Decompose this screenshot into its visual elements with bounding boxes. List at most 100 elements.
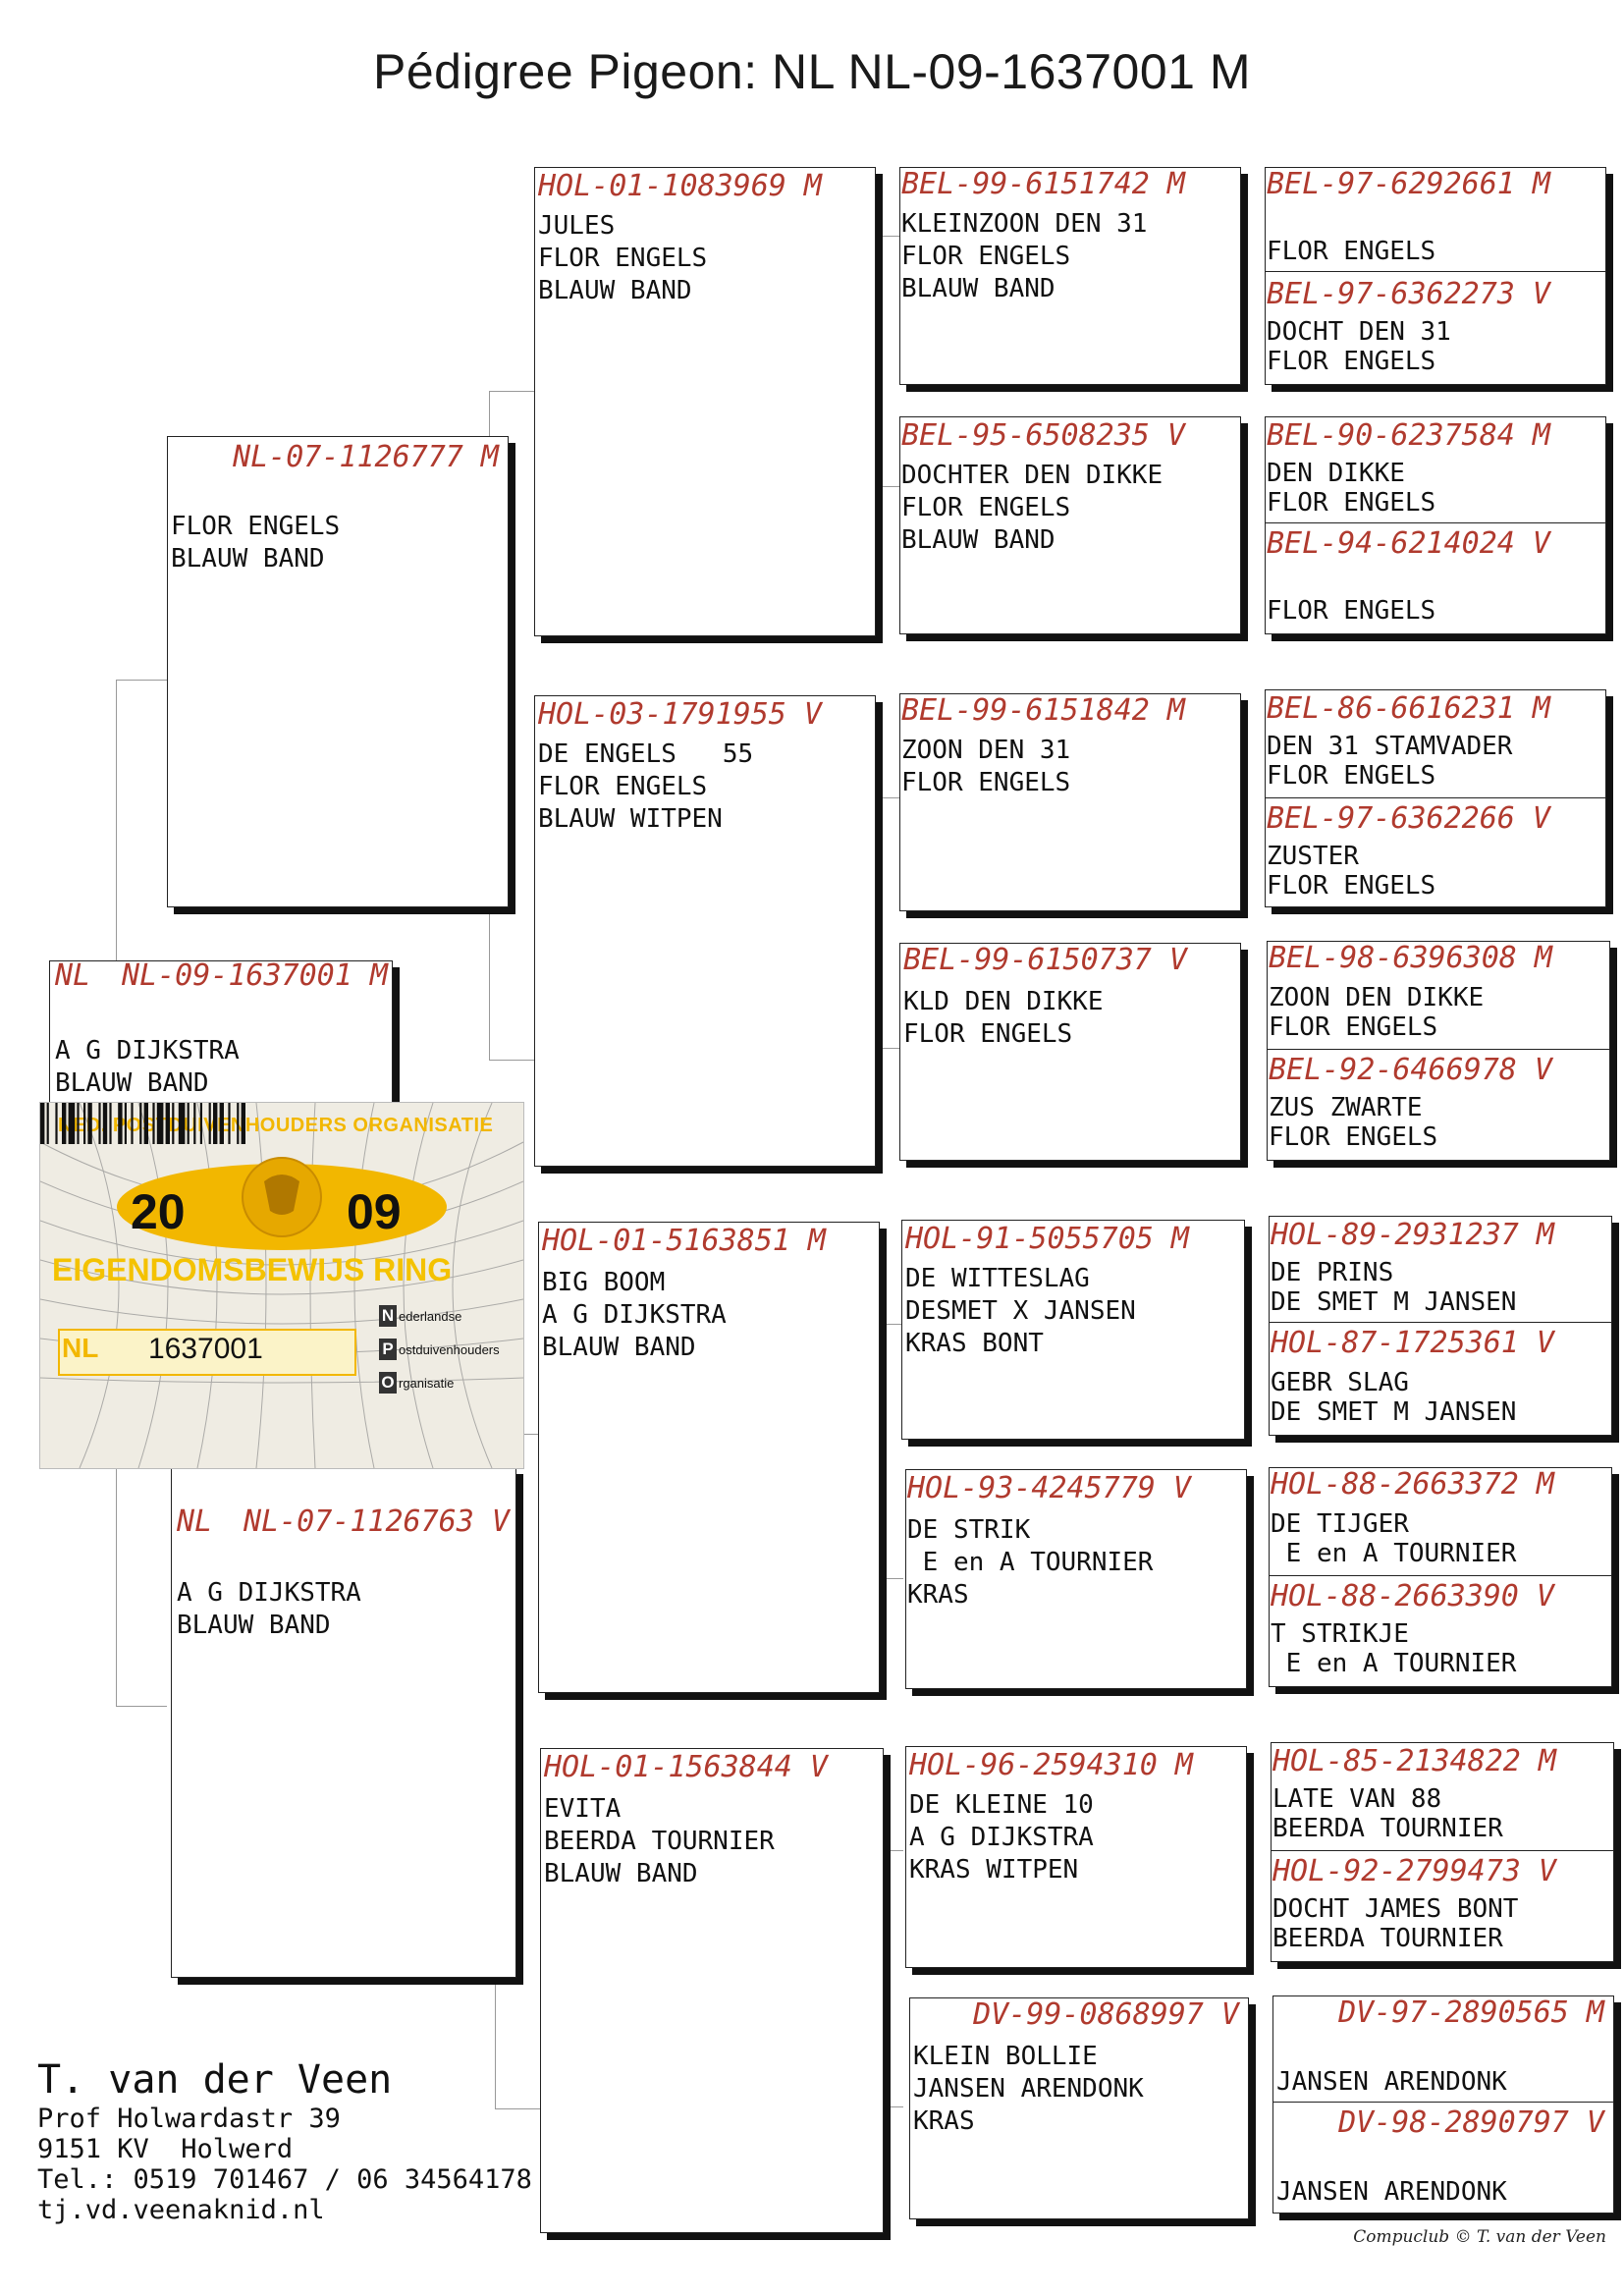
gg-13-line-2: BEERDA TOURNIER: [1272, 1814, 1503, 1843]
great-grandparent-1-line-3: BLAUW BAND: [901, 274, 1056, 303]
dam-ring: NL-07-1126763 V: [244, 1504, 510, 1539]
gg-1-line-2: FLOR ENGELS: [1267, 237, 1436, 266]
gg-ring-7: BEL-98-6396308 M: [1269, 941, 1552, 975]
gg-9-line-1: DE PRINS: [1271, 1258, 1394, 1287]
gg-5-line-2: FLOR ENGELS: [1267, 761, 1436, 791]
grandparent-1-line-3: BLAUW BAND: [538, 276, 692, 305]
gg-7-line-2: FLOR ENGELS: [1269, 1012, 1438, 1042]
sire-line-1: FLOR ENGELS: [171, 512, 341, 541]
owner-website: tj.vd.veenaknid.nl: [37, 2195, 325, 2225]
gg-3-line-1: DEN DIKKE: [1267, 459, 1405, 488]
great-grandparent-box-1: [899, 167, 1241, 385]
gg-9-line-2: DE SMET M JANSEN: [1271, 1287, 1517, 1317]
owner-phone: Tel.: 0519 701467 / 06 34564178: [37, 2164, 532, 2195]
gg-12-line-2: E en A TOURNIER: [1271, 1649, 1517, 1678]
grandparent-ring-2: HOL-03-1791955 V: [538, 697, 822, 732]
grandparent-3-line-2: A G DIJKSTRA: [542, 1300, 727, 1330]
great-grandparent-ring-1: BEL-99-6151742 M: [901, 167, 1185, 201]
gg-ring-6: BEL-97-6362266 V: [1267, 801, 1550, 836]
page-title: Pédigree Pigeon: NL NL-09-1637001 M: [373, 44, 1251, 99]
great-grandparent-box-4: [899, 943, 1241, 1161]
gg-8-line-2: FLOR ENGELS: [1269, 1122, 1438, 1152]
grandparent-4-line-3: BLAUW BAND: [544, 1859, 698, 1888]
gg-7-line-1: ZOON DEN DIKKE: [1269, 983, 1485, 1012]
gg-ring-10: HOL-87-1725361 V: [1271, 1326, 1554, 1360]
great-grandparent-8-line-3: KRAS: [913, 2106, 975, 2136]
subject-ring: NL-09-1637001 M: [122, 958, 388, 993]
grandparent-2-line-1: DE ENGELS 55: [538, 739, 754, 769]
great-grandparent-6-line-1: DE STRIK: [907, 1515, 1031, 1545]
grandparent-ring-1: HOL-01-1083969 M: [538, 169, 822, 203]
grandparent-2-line-2: FLOR ENGELS: [538, 772, 708, 801]
sire-ring: NL-07-1126777 M: [233, 440, 499, 474]
great-grandparent-7-line-3: KRAS WITPEN: [909, 1855, 1079, 1885]
gg-13-line-1: LATE VAN 88: [1272, 1784, 1442, 1814]
great-grandparent-5-line-2: DESMET X JANSEN: [905, 1296, 1136, 1326]
great-grandparent-ring-7: HOL-96-2594310 M: [909, 1748, 1193, 1782]
gg-14-line-2: BEERDA TOURNIER: [1272, 1924, 1503, 1953]
gg-box-4: [1267, 941, 1610, 1161]
sticker-background-pattern: [40, 1103, 523, 1468]
great-grandparent-box-5: [901, 1220, 1245, 1440]
great-grandparent-box-6: [905, 1469, 1247, 1689]
gg-11-line-1: DE TIJGER: [1271, 1509, 1409, 1539]
gg-14-line-1: DOCHT JAMES BONT: [1272, 1894, 1519, 1924]
gg-2-line-1: DOCHT DEN 31: [1267, 317, 1451, 347]
subject-ring-prefix: NL: [55, 958, 91, 993]
owner-name: T. van der Veen: [37, 2057, 393, 2103]
connector-gp2: [876, 797, 899, 1049]
great-grandparent-6-line-3: KRAS: [907, 1580, 969, 1610]
sticker-number: 1637001: [148, 1333, 263, 1365]
gg-10-line-2: DE SMET M JANSEN: [1271, 1397, 1517, 1427]
sticker-type: EIGENDOMSBEWIJS RING: [52, 1252, 453, 1287]
gg-16-line-2: JANSEN ARENDONK: [1276, 2177, 1507, 2207]
gg-ring-4: BEL-94-6214024 V: [1267, 526, 1550, 561]
great-grandparent-box-7: [905, 1746, 1247, 1968]
grandparent-box-2: [534, 695, 876, 1167]
great-grandparent-8-line-1: KLEIN BOLLIE: [913, 2042, 1098, 2071]
sticker-barcode: [40, 1103, 245, 1144]
great-grandparent-7-line-2: A G DIJKSTRA: [909, 1823, 1094, 1852]
grandparent-ring-3: HOL-01-5163851 M: [542, 1224, 826, 1258]
gg-box-1-divider: [1265, 271, 1606, 272]
gg-ring-15: DV-97-2890565 M: [1338, 1995, 1604, 2030]
subject-line-1: A G DIJKSTRA: [55, 1036, 240, 1066]
grandparent-3-line-3: BLAUW BAND: [542, 1333, 696, 1362]
great-grandparent-1-line-1: KLEINZOON DEN 31: [901, 209, 1148, 239]
ownership-ring-sticker: NED. POSTDUIVENHOUDERS ORGANISATIE 20 09…: [39, 1102, 524, 1469]
grandparent-box-1: [534, 167, 876, 636]
great-grandparent-2-line-1: DOCHTER DEN DIKKE: [901, 461, 1164, 490]
grandparent-box-4: [540, 1748, 884, 2233]
great-grandparent-ring-4: BEL-99-6150737 V: [903, 943, 1187, 977]
connector-gp1: [876, 236, 899, 487]
owner-block: T. van der Veen Prof Holwardastr 39 9151…: [37, 2056, 532, 2225]
dam-line-2: BLAUW BAND: [177, 1611, 331, 1640]
gg-box-3: [1265, 689, 1606, 907]
grandparent-4-line-1: EVITA: [544, 1794, 622, 1824]
gg-6-line-2: FLOR ENGELS: [1267, 871, 1436, 901]
great-grandparent-5-line-1: DE WITTESLAG: [905, 1264, 1090, 1293]
gg-box-5: [1269, 1216, 1612, 1436]
grandparent-4-line-2: BEERDA TOURNIER: [544, 1827, 775, 1856]
great-grandparent-box-8: [909, 1997, 1249, 2219]
sire-line-2: BLAUW BAND: [171, 544, 325, 574]
gg-box-3-divider: [1265, 797, 1606, 798]
gg-box-4-divider: [1267, 1049, 1610, 1050]
grandparent-1-line-1: JULES: [538, 211, 616, 241]
grandparent-1-line-2: FLOR ENGELS: [538, 244, 708, 273]
great-grandparent-3-line-1: ZOON DEN 31: [901, 736, 1071, 765]
great-grandparent-4-line-1: KLD DEN DIKKE: [903, 987, 1104, 1016]
sire-box: [167, 436, 509, 907]
great-grandparent-4-line-2: FLOR ENGELS: [903, 1019, 1073, 1049]
gg-ring-11: HOL-88-2663372 M: [1271, 1467, 1554, 1502]
great-grandparent-ring-2: BEL-95-6508235 V: [901, 418, 1185, 453]
gg-2-line-2: FLOR ENGELS: [1267, 347, 1436, 376]
great-grandparent-ring-3: BEL-99-6151842 M: [901, 693, 1185, 728]
great-grandparent-8-line-2: JANSEN ARENDONK: [913, 2074, 1144, 2104]
sticker-year-right: 09: [347, 1184, 402, 1239]
gg-ring-8: BEL-92-6466978 V: [1269, 1053, 1552, 1087]
gg-ring-14: HOL-92-2799473 V: [1272, 1854, 1556, 1888]
